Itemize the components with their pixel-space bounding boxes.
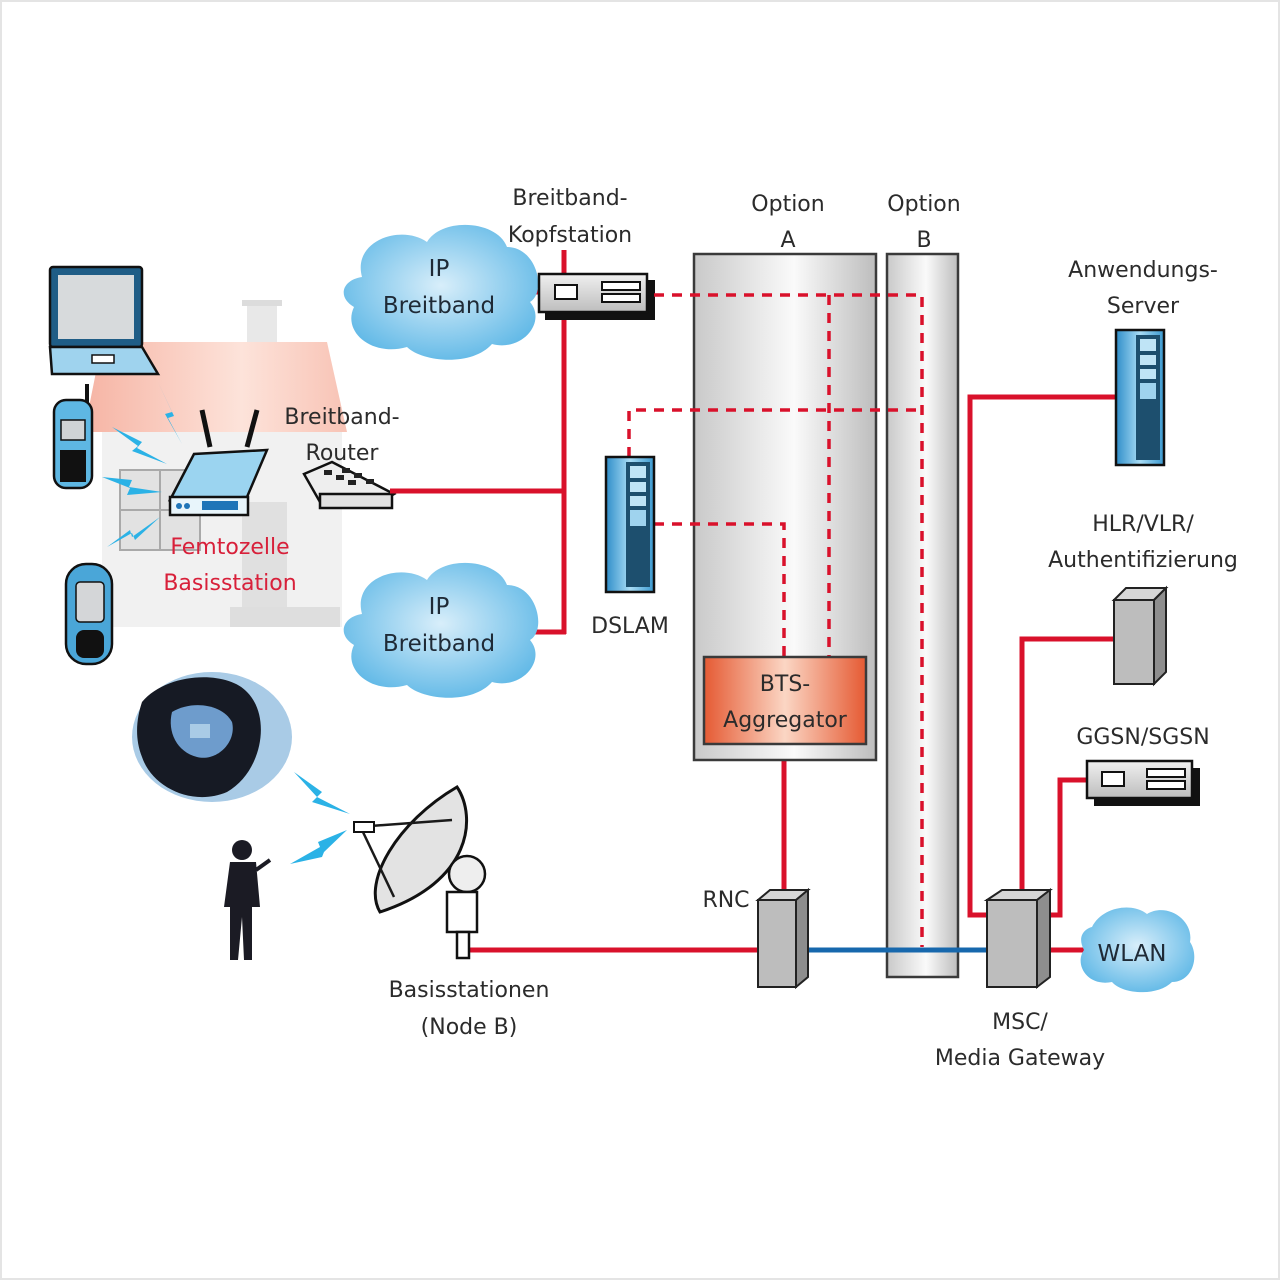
hlr-label-line1: HLR/VLR/ [1092, 512, 1194, 537]
bts-label-line2: Aggregator [723, 708, 848, 733]
laptop-icon [48, 265, 161, 376]
cloud-ip-broadband-bottom: IP Breitband [343, 562, 539, 698]
femto-label-line2: Basisstation [163, 571, 296, 596]
option-b-label-line1: Option [887, 192, 960, 217]
option-a-label-line2: A [780, 228, 795, 253]
lightning-bolt-icon [290, 772, 350, 864]
satellite-dish-icon [353, 784, 487, 960]
mobile-phone-icon [64, 562, 114, 666]
rack-unit-icon [537, 272, 655, 320]
server-box-icon [983, 887, 1053, 990]
tower-server-icon [604, 455, 656, 594]
option-b-label-line2: B [916, 228, 931, 253]
cloud-top-line1: IP [429, 256, 450, 282]
app-server-label-line1: Anwendungs- [1068, 258, 1218, 283]
solid-links [390, 250, 1117, 953]
hlr-label-line2: Authentifizierung [1048, 548, 1238, 573]
cloud-bottom-line2: Breitband [383, 631, 495, 657]
router-label-line2: Router [306, 441, 380, 466]
rnc-label: RNC [702, 888, 749, 913]
cloud-bottom-line1: IP [429, 594, 450, 620]
dslam-label: DSLAM [591, 614, 669, 639]
ggsn-label: GGSN/SGSN [1076, 725, 1209, 750]
bts-aggregator: BTS- Aggregator [702, 655, 868, 746]
router-label-line1: Breitband- [284, 405, 399, 430]
rack-unit-icon [1085, 759, 1200, 806]
msc-label-line2: Media Gateway [935, 1046, 1105, 1071]
cloud-wlan: WLAN [1080, 907, 1195, 993]
server-box-icon [755, 887, 811, 990]
kopfstation-label-line1: Breitband- [512, 186, 627, 211]
tower-server-icon [1114, 328, 1166, 467]
lightning-bolt-icon [102, 380, 182, 547]
option-a-label-line1: Option [751, 192, 824, 217]
server-box-icon [1111, 585, 1169, 687]
option-b-column [885, 252, 960, 979]
femto-label-line1: Femtozelle [170, 535, 289, 560]
dashed-links [627, 293, 924, 947]
nodeb-label-line1: Basisstationen [389, 978, 550, 1003]
modem-icon [302, 460, 397, 510]
person-phone-icon [224, 840, 272, 960]
wlan-label: WLAN [1097, 941, 1166, 967]
app-server-label-line2: Server [1107, 294, 1180, 319]
cordless-phone-icon [52, 384, 94, 490]
kopfstation-label-line2: Kopfstation [508, 223, 632, 248]
cloud-ip-broadband-top: IP Breitband [343, 224, 539, 360]
crowd-illustration-icon [132, 672, 292, 802]
msc-label-line1: MSC/ [992, 1010, 1048, 1035]
wifi-router-icon [167, 409, 269, 517]
bts-label-line1: BTS- [760, 672, 810, 697]
cloud-top-line2: Breitband [383, 293, 495, 319]
nodeb-label-line2: (Node B) [421, 1015, 518, 1040]
